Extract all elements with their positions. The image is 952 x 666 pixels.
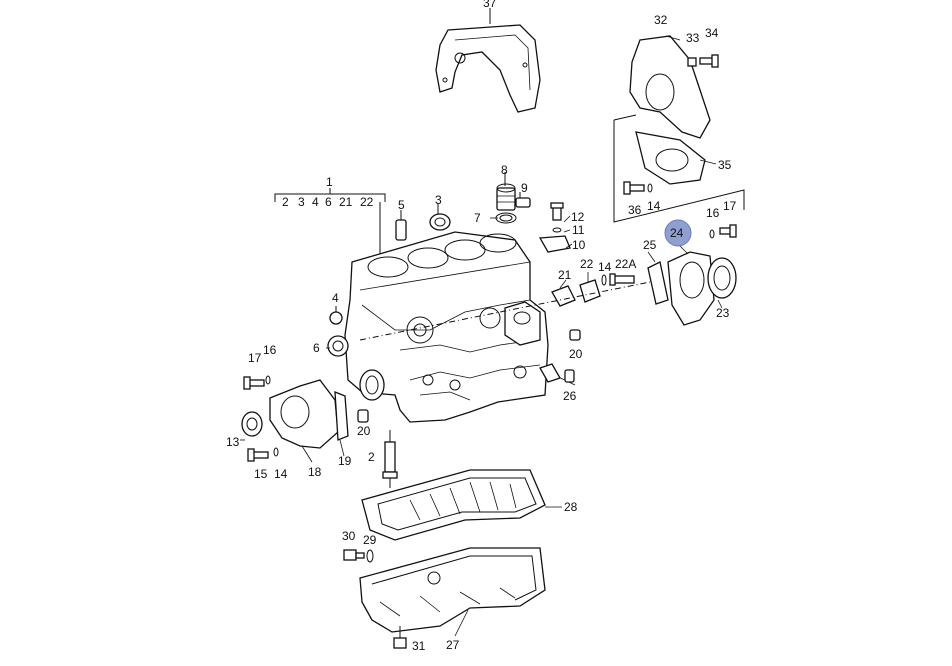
label-17-left: 17 [248,351,262,365]
label-33: 33 [686,31,700,45]
bolt-15-part[interactable] [247,448,269,462]
label-2: 2 [368,450,375,464]
label-14-left: 14 [274,467,288,481]
label-19: 19 [338,454,352,468]
label-4: 4 [332,291,339,305]
label-34: 34 [705,26,719,40]
washer-29-part[interactable] [366,549,374,563]
bracket-10-part[interactable] [538,235,571,253]
label-24: 24 [670,226,684,240]
bolt-36-part[interactable] [623,181,645,195]
bolt-34-part[interactable] [699,54,719,68]
label-5: 5 [398,198,405,212]
plug-26-part[interactable] [564,369,575,383]
bolt-12-part[interactable] [550,202,564,221]
seal-6-part[interactable] [327,335,349,357]
label-8: 8 [501,163,508,177]
label-25: 25 [643,238,657,252]
label-27: 27 [446,638,460,652]
washer-14-mid-part[interactable] [601,274,607,286]
bolt-17-left-part[interactable] [243,376,265,390]
label-group-4: 4 [312,195,319,209]
label-18: 18 [308,465,322,479]
label-35: 35 [718,158,732,172]
cylinder-block[interactable] [344,231,576,423]
o-ring-part[interactable] [495,212,517,224]
label-29: 29 [363,533,377,547]
label-28: 28 [564,500,578,514]
seal-23-part[interactable] [707,257,737,299]
gasket-25-part[interactable] [647,261,669,305]
label-group-22: 22 [360,195,374,209]
leader-lines [240,35,723,637]
rear-oil-seal-flange[interactable] [667,251,715,326]
label-22a: 22A [615,257,636,271]
washer-16-left-part[interactable] [265,375,271,385]
label-26: 26 [563,389,577,403]
label-6: 6 [313,341,320,355]
label-group-6: 6 [325,195,332,209]
plug-4-part[interactable] [329,311,343,325]
label-21: 21 [558,268,572,282]
label-11: 11 [572,223,585,237]
label-20-left: 20 [357,424,371,438]
plug-part[interactable] [515,192,531,208]
label-36: 36 [628,203,642,217]
label-20-right: 20 [569,347,583,361]
bolt-2-part[interactable] [382,441,398,479]
seal-3-part[interactable] [429,213,451,231]
label-16-left: 16 [263,343,277,357]
label-15: 15 [254,467,268,481]
front-seal-flange-18-part[interactable] [269,379,339,449]
seal-13-part[interactable] [241,411,263,437]
washer-14-top-part[interactable] [647,183,653,193]
flywheel-cover-32-part[interactable] [629,35,711,139]
label-group-21: 21 [339,195,353,209]
label-12: 12 [571,210,585,224]
bolt-30-part[interactable] [343,549,365,561]
bolt-33-part[interactable] [687,57,697,67]
highlighted-callout-24[interactable] [664,219,692,247]
gasket-22-part[interactable] [579,279,601,303]
label-17-right: 17 [723,199,737,213]
oil-pan-27-part[interactable] [359,547,546,633]
label-32: 32 [654,13,668,27]
washer-16-right-part[interactable] [709,229,715,239]
sleeve-20-right-part[interactable] [569,329,581,341]
label-9: 9 [521,181,528,195]
label-3: 3 [435,193,442,207]
label-10: 10 [572,238,586,252]
gasket-19-part[interactable] [334,391,349,441]
label-group-2: 2 [282,195,289,209]
label-13: 13 [226,435,240,449]
callout-labels: 1 2 3 4 6 21 22 2 3 4 5 6 7 8 9 10 11 12… [226,0,737,653]
sleeve-5-part[interactable] [395,219,407,241]
label-30: 30 [342,529,356,543]
bolt-17-right-part[interactable] [719,224,737,238]
cover-plate-35-part[interactable] [635,131,706,185]
label-31: 31 [412,639,426,653]
label-16-right: 16 [706,206,720,220]
cover-21-part[interactable] [551,285,576,307]
label-group-3: 3 [298,195,305,209]
washer-14-left-part[interactable] [273,447,279,457]
label-22: 22 [580,257,594,271]
label-37: 37 [483,0,497,10]
label-7: 7 [474,211,481,225]
sleeve-20-left-part[interactable] [357,409,369,423]
label-1: 1 [326,175,333,189]
label-14-top: 14 [647,199,661,213]
timing-belt-cover-part[interactable] [435,24,541,113]
subassembly-frame [613,120,745,223]
washer-11-part[interactable] [552,227,562,233]
drain-plug-31-part[interactable] [393,637,407,649]
oil-pan-gasket-28-part[interactable] [361,469,546,541]
label-14-mid: 14 [598,260,612,274]
oil-filter-flange-part[interactable] [496,183,516,211]
label-23: 23 [716,306,730,320]
bolt-22a-part[interactable] [609,273,635,286]
